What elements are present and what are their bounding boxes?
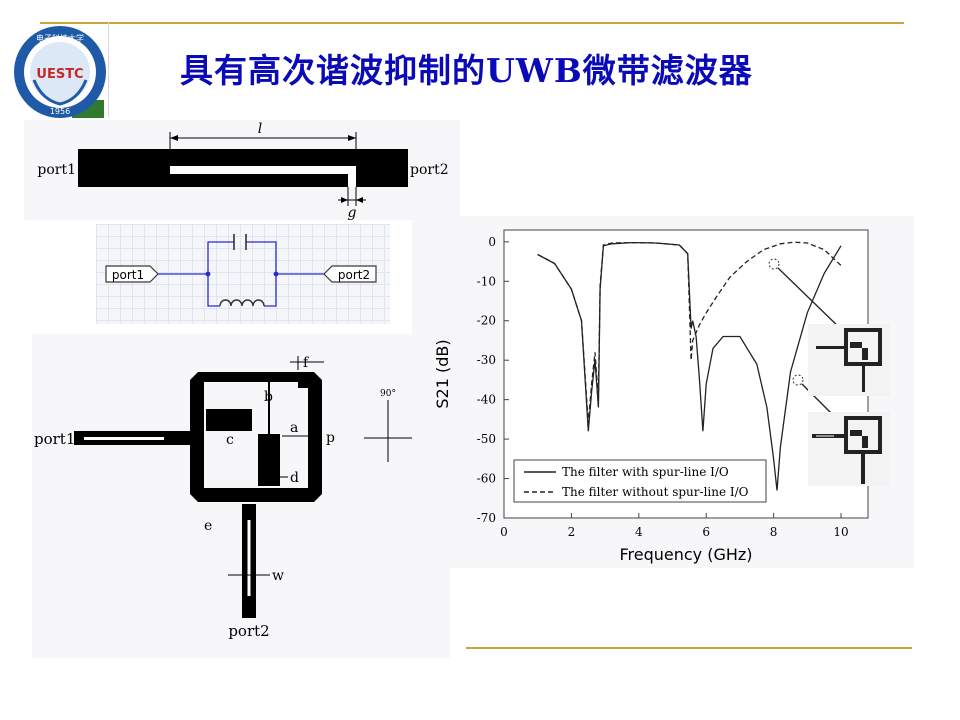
inset-lower-stub-b bbox=[862, 436, 868, 448]
dim-l-arrow-right bbox=[348, 135, 356, 141]
dim-p-label: p bbox=[326, 430, 335, 446]
left-accent-rule bbox=[108, 22, 109, 117]
y-axis-label: S21 (dB) bbox=[433, 339, 452, 408]
wire-upper bbox=[207, 241, 277, 274]
ring-resonator bbox=[190, 372, 322, 502]
dim-f-label: f bbox=[303, 355, 310, 371]
port2-shape bbox=[323, 265, 377, 283]
dim-g-label: g bbox=[348, 205, 357, 220]
x-tick-label: 10 bbox=[833, 525, 848, 539]
legend-solid-label: The filter with spur-line I/O bbox=[562, 465, 729, 479]
x-tick-label: 2 bbox=[568, 525, 576, 539]
inset-upper-ring bbox=[844, 328, 882, 366]
port2-box: port2 bbox=[323, 265, 377, 283]
s21-chart: 0 2 4 6 8 10 0 -10 -20 -30 -40 -50 -60 -70 Frequency… bbox=[433, 229, 890, 564]
y-tick-label: 0 bbox=[488, 235, 496, 249]
inset-upper-feed-out bbox=[862, 366, 865, 392]
y-ticks: 0 -10 -20 -30 -40 -50 -60 -70 bbox=[477, 235, 509, 525]
stub-horizontal-c bbox=[206, 409, 252, 431]
y-tick-label: -20 bbox=[477, 314, 496, 328]
spurline-port2-label: port2 bbox=[410, 162, 449, 178]
circuit-port2-label: port2 bbox=[338, 268, 370, 282]
feed-input-slot bbox=[84, 437, 164, 440]
dim-g-arrow-right bbox=[356, 197, 363, 203]
axis-angle-label: 90° bbox=[380, 389, 396, 399]
stub-vertical-d bbox=[258, 434, 280, 486]
spurline-slot-vertical bbox=[348, 166, 356, 187]
inset-lower-background bbox=[808, 412, 890, 486]
y-tick-label: -70 bbox=[477, 511, 496, 525]
x-tick-label: 4 bbox=[635, 525, 643, 539]
circuit-figure: port1 port2 bbox=[105, 234, 377, 307]
x-tick-label: 6 bbox=[702, 525, 710, 539]
y-tick-label: -50 bbox=[477, 432, 496, 446]
annotation-marker-lower bbox=[792, 374, 804, 386]
x-axis-label: Frequency (GHz) bbox=[619, 545, 752, 564]
inductor-coil bbox=[219, 299, 265, 307]
inset-upper-stub-b bbox=[862, 348, 868, 360]
uestc-logo: UESTC 电子科技大学 1956 bbox=[14, 26, 106, 118]
spurline-port1-label: port1 bbox=[37, 162, 76, 178]
annotation-arrow-upper bbox=[777, 267, 845, 333]
x-ticks: 0 2 4 6 8 10 bbox=[500, 513, 849, 539]
bottom-rule bbox=[466, 647, 912, 649]
dim-l-label: l bbox=[258, 121, 262, 137]
legend-dashed-label: The filter without spur-line I/O bbox=[562, 485, 749, 499]
inset-lower-ring bbox=[844, 416, 882, 454]
inset-filter-with-spurline bbox=[808, 412, 890, 486]
node-right bbox=[273, 271, 279, 277]
x-tick-label: 8 bbox=[770, 525, 778, 539]
annotation-marker-upper bbox=[768, 258, 780, 270]
logo-year: 1956 bbox=[50, 107, 70, 116]
spurline-slot-horizontal bbox=[170, 166, 356, 174]
node-left bbox=[205, 271, 211, 277]
inset-lower-feed-in-slot bbox=[816, 435, 834, 437]
y-tick-label: -10 bbox=[477, 274, 496, 288]
dim-b-label: b bbox=[264, 389, 273, 405]
corner-patch bbox=[298, 374, 312, 388]
y-tick-label: -60 bbox=[477, 472, 496, 486]
dim-c-label: c bbox=[226, 432, 234, 448]
inset-filter-without-spurline bbox=[808, 324, 890, 396]
inset-upper-stub-a bbox=[850, 342, 862, 348]
inset-lower-stub-a bbox=[850, 430, 862, 436]
dim-e-label: e bbox=[204, 518, 212, 534]
inset-lower-feed-out bbox=[861, 454, 865, 484]
wire-lower bbox=[207, 274, 277, 307]
layout-figure: port1 port2 f b a c p d e w 90° bbox=[34, 355, 412, 640]
dim-g-arrow-left bbox=[341, 197, 348, 203]
feed-output-slot bbox=[247, 520, 251, 596]
series-without-spurline bbox=[537, 241, 842, 424]
port1-box: port1 bbox=[105, 265, 159, 283]
series-with-spurline bbox=[537, 241, 842, 491]
y-tick-label: -40 bbox=[477, 393, 496, 407]
y-tick-label: -30 bbox=[477, 353, 496, 367]
dim-w-label: w bbox=[272, 568, 284, 584]
dim-l-arrow-left bbox=[170, 135, 178, 141]
inset-upper-feed-in bbox=[816, 346, 844, 349]
layout-port1-label: port1 bbox=[34, 430, 75, 448]
series-lines bbox=[537, 241, 842, 491]
logo-core bbox=[30, 42, 90, 102]
dim-d-label: d bbox=[290, 470, 299, 486]
x-tick-label: 0 bbox=[500, 525, 508, 539]
slide-title: 具有高次谐波抑制的UWB微带滤波器 bbox=[180, 51, 753, 90]
logo-top-text: 电子科技大学 bbox=[36, 33, 84, 43]
dim-a-label: a bbox=[290, 420, 298, 436]
spurline-figure: l g port1 port2 bbox=[37, 121, 449, 220]
layout-port2-label: port2 bbox=[228, 622, 269, 640]
circuit-port1-label: port1 bbox=[112, 268, 144, 282]
logo-laurel-icon bbox=[32, 79, 88, 106]
legend-box bbox=[513, 459, 767, 503]
port1-shape bbox=[105, 265, 159, 283]
inset-upper-background bbox=[808, 324, 890, 396]
top-rule bbox=[40, 22, 904, 24]
logo-center-text: UESTC bbox=[36, 67, 83, 82]
